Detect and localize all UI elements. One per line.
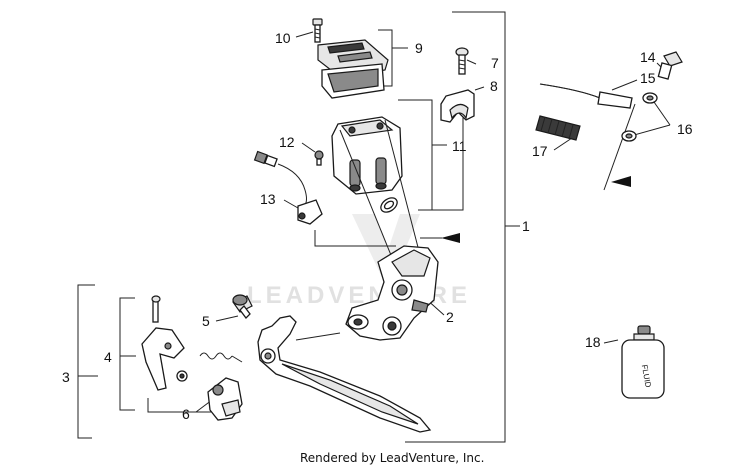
callout-labels: 1 2 3 4 5 6 7 8 9 10 11 12 13 14 15 16 1… xyxy=(62,30,693,422)
screw-part-12 xyxy=(314,150,324,166)
hose-cover-part-17 xyxy=(535,115,581,141)
callout-16: 16 xyxy=(677,121,693,137)
callout-6: 6 xyxy=(182,406,190,422)
callout-14: 14 xyxy=(640,49,656,65)
lever-lock-part-6 xyxy=(207,377,243,421)
lever-housing-part-2 xyxy=(339,119,439,341)
callout-11: 11 xyxy=(452,138,467,154)
callout-5: 5 xyxy=(202,313,210,329)
callout-9: 9 xyxy=(415,40,423,56)
callout-15: 15 xyxy=(640,70,656,86)
switch-part-13 xyxy=(253,150,323,225)
callout-3: 3 xyxy=(62,369,70,385)
footer-credit: Rendered by LeadVenture, Inc. xyxy=(300,451,484,465)
leader-lines xyxy=(195,31,671,413)
washer-part-16 xyxy=(621,92,658,142)
group-brackets xyxy=(77,11,520,443)
spring xyxy=(199,352,243,363)
callout-7: 7 xyxy=(491,55,499,71)
watermark-text: LEADVENTURE xyxy=(247,282,471,309)
clamp-part-8 xyxy=(440,89,475,123)
callout-13: 13 xyxy=(260,191,276,207)
pivot-bolt-part-5 xyxy=(232,294,253,319)
banjo-bolt-part-14 xyxy=(657,51,683,80)
bolt-part-7 xyxy=(455,47,469,75)
direction-arrows xyxy=(420,176,631,243)
callout-12: 12 xyxy=(279,134,295,150)
screw-part-10 xyxy=(312,18,323,43)
callout-10: 10 xyxy=(275,30,291,46)
gasket-ring xyxy=(380,197,398,213)
brake-lever xyxy=(257,315,432,433)
callout-17: 17 xyxy=(532,143,548,159)
master-cylinder-part-11 xyxy=(331,116,403,195)
fluid-bottle-part-18: FLUID xyxy=(621,325,665,399)
brake-hose-part-15 xyxy=(539,83,633,109)
callout-2: 2 xyxy=(446,309,454,325)
callout-18: 18 xyxy=(585,334,601,350)
bottle-label: FLUID xyxy=(640,364,653,389)
bracket-part-4 xyxy=(141,295,188,391)
callout-4: 4 xyxy=(104,349,112,365)
reservoir-cover-part-9 xyxy=(317,39,389,99)
callout-1: 1 xyxy=(522,218,530,234)
callout-8: 8 xyxy=(490,78,498,94)
